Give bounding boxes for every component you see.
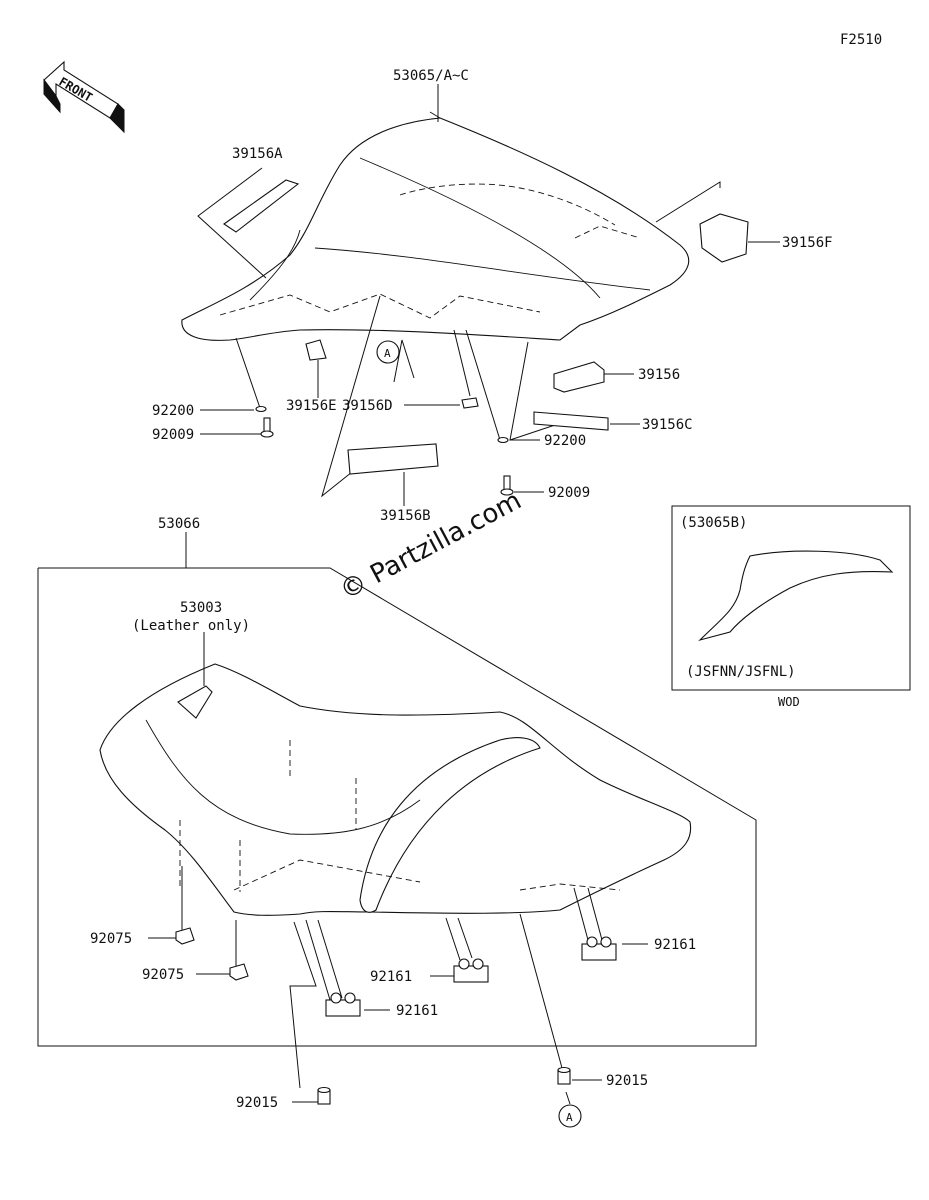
label-washer-left: 92200 (152, 403, 194, 419)
label-collar-right: 92015 (606, 1073, 648, 1089)
top-leaders (197, 84, 780, 506)
label-strap: 53003 (180, 600, 222, 616)
label-pad-f: 39156F (782, 235, 833, 251)
label-washer-right: 92200 (544, 433, 586, 449)
seat-assembly (99, 663, 692, 916)
label-damper-right: 92161 (654, 937, 696, 953)
label-pad-a: 39156A (232, 146, 283, 162)
label-bolt-left: 92009 (152, 427, 194, 443)
seat-cover (181, 111, 690, 341)
label-pad-c: 39156C (642, 417, 693, 433)
callout-a-top: A (384, 347, 391, 360)
label-pad: 39156 (638, 367, 680, 383)
label-pad-b: 39156B (380, 508, 431, 524)
label-pad-e: 39156E (286, 398, 337, 414)
inset-box (671, 505, 911, 691)
inset-caption: WOD (778, 695, 800, 709)
figure-id: F2510 (840, 32, 882, 48)
callout-a-bottom: A (566, 1111, 573, 1124)
label-damper-left: 92161 (396, 1003, 438, 1019)
label-bolt-right: 92009 (548, 485, 590, 501)
bottom-leaders (148, 632, 648, 1105)
inset-note: (JSFNN/JSFNL) (686, 664, 796, 680)
top-small-parts (223, 179, 749, 496)
label-seat-assy: 53066 (158, 516, 200, 532)
inset-part: (53065B) (680, 515, 747, 531)
label-grommet-upper: 92075 (90, 931, 132, 947)
label-damper-mid: 92161 (370, 969, 412, 985)
label-pad-d: 39156D (342, 398, 393, 414)
label-collar-left: 92015 (236, 1095, 278, 1111)
seat-assembly-frame (37, 532, 757, 1047)
label-grommet-lower: 92075 (142, 967, 184, 983)
label-strap-note: (Leather only) (132, 618, 250, 634)
label-cover: 53065/A~C (393, 68, 469, 84)
front-arrow-icon: FRONT (43, 60, 125, 134)
bottom-small-parts (175, 927, 617, 1128)
